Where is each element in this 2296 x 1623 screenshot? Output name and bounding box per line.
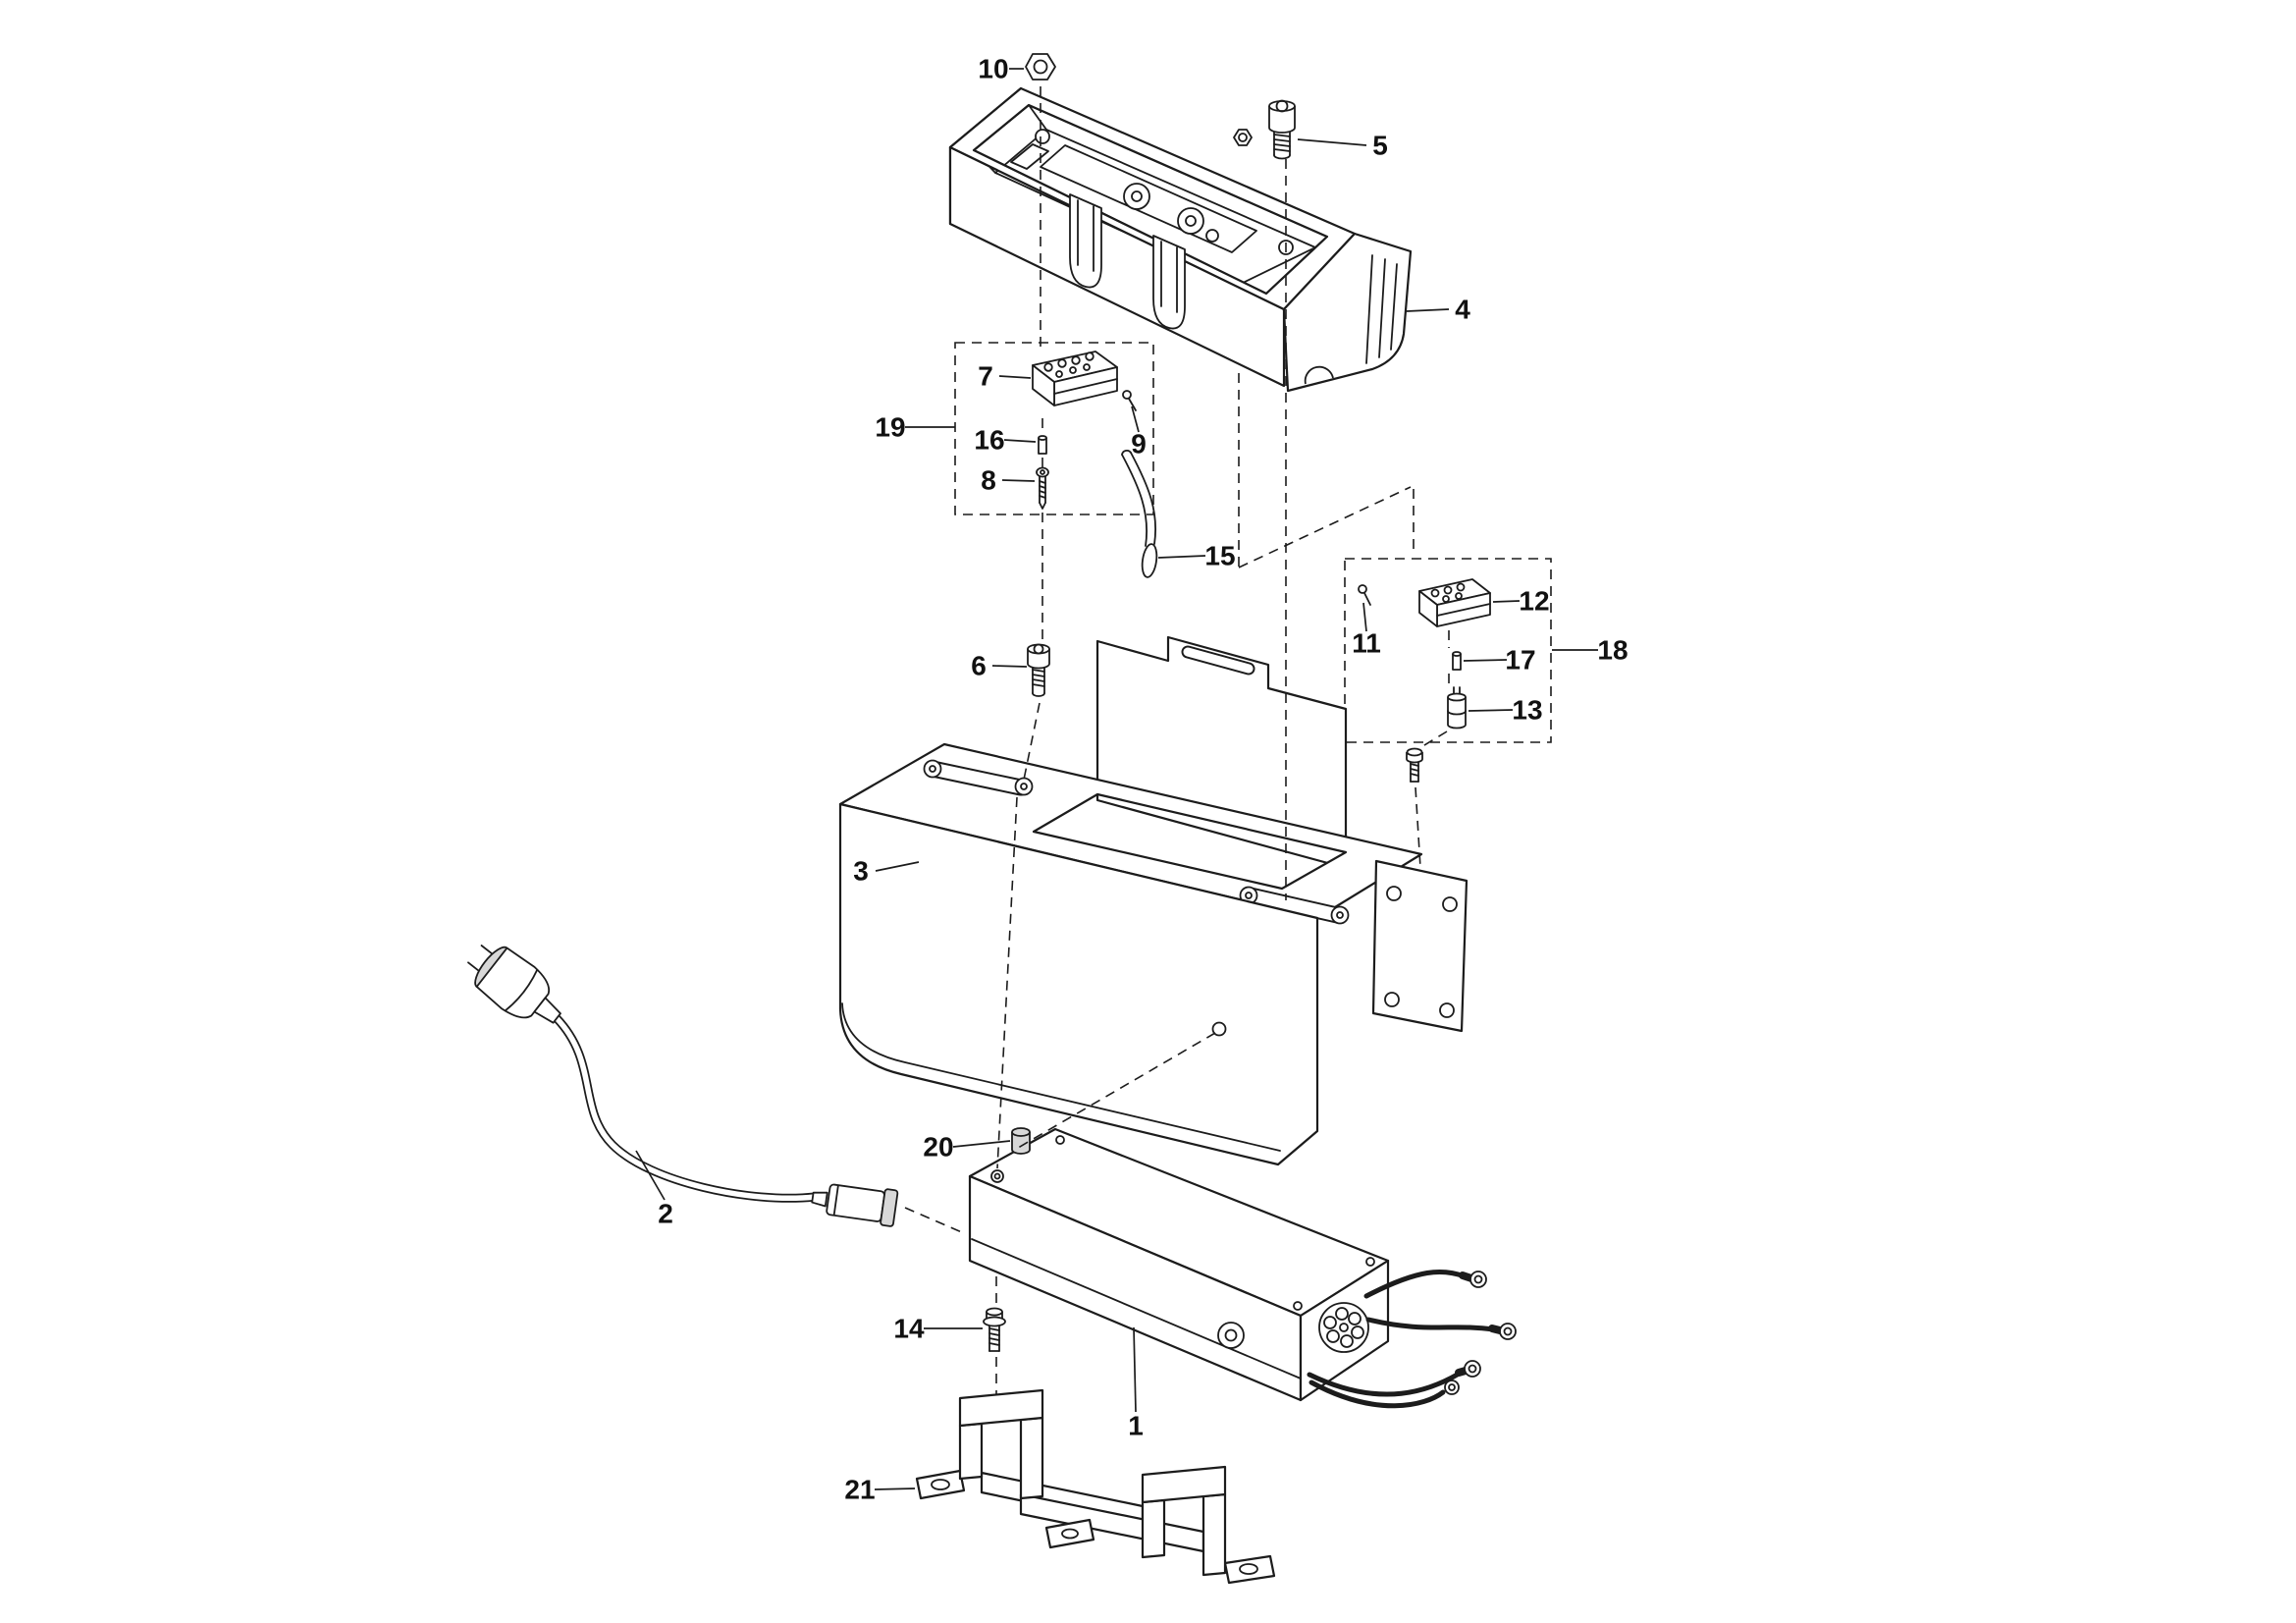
mounting-screw bbox=[1406, 747, 1423, 783]
callout-2-label: 2 bbox=[658, 1199, 673, 1229]
output-wires bbox=[1307, 1269, 1517, 1409]
callout-9-label: 9 bbox=[1131, 429, 1147, 460]
part-20-spacer bbox=[1011, 1127, 1031, 1155]
callout-3-label: 3 bbox=[853, 856, 869, 887]
part-5-screw bbox=[1233, 99, 1296, 160]
callout-16-label: 16 bbox=[974, 425, 1004, 456]
callout-15-label: 15 bbox=[1204, 541, 1235, 571]
callout-14-label: 14 bbox=[893, 1314, 925, 1344]
callout-7-label: 7 bbox=[978, 361, 993, 392]
part-14-screw bbox=[983, 1307, 1006, 1352]
callout-5-label: 5 bbox=[1372, 131, 1388, 161]
part-11-screw bbox=[1358, 584, 1371, 606]
callout-4-label: 4 bbox=[1455, 295, 1470, 325]
part-16-pin bbox=[1038, 435, 1047, 455]
part-8-screw bbox=[1036, 466, 1049, 510]
callout-19-label: 19 bbox=[875, 412, 905, 443]
part-3-bracket bbox=[838, 635, 1468, 1166]
fan-grille bbox=[1318, 1302, 1369, 1353]
group-19-dashed-box bbox=[954, 342, 1154, 515]
part-6-screw bbox=[1027, 643, 1050, 697]
callout-11-label: 11 bbox=[1352, 628, 1381, 659]
power-plug bbox=[467, 945, 561, 1024]
callout-10-label: 10 bbox=[978, 54, 1008, 84]
leader-lines bbox=[635, 68, 1598, 1490]
callout-1-label: 1 bbox=[1128, 1411, 1144, 1441]
part-4-housing-tray bbox=[948, 86, 1413, 393]
part-7-terminal-block bbox=[1032, 351, 1118, 406]
part-10-nut bbox=[1025, 53, 1056, 81]
part-2-power-cord bbox=[467, 945, 899, 1227]
callout-21-label: 21 bbox=[844, 1475, 875, 1505]
part-15-jumper-wire bbox=[1121, 450, 1158, 578]
callout-6-label: 6 bbox=[971, 651, 987, 681]
iec-connector bbox=[811, 1183, 899, 1227]
alignment-lines bbox=[904, 86, 1450, 1394]
callouts: 10 5 4 7 19 16 8 9 15 12 11 17 13 18 6 3… bbox=[658, 54, 1628, 1505]
callout-20-label: 20 bbox=[923, 1132, 953, 1163]
part-12-terminal-block bbox=[1418, 578, 1491, 627]
part-9-screw bbox=[1122, 390, 1137, 411]
part-1-power-supply bbox=[968, 1127, 1517, 1409]
part-5-washer-nut bbox=[1233, 129, 1253, 146]
callout-13-label: 13 bbox=[1512, 695, 1542, 726]
callout-8-label: 8 bbox=[981, 465, 996, 496]
callout-17-label: 17 bbox=[1505, 645, 1535, 676]
part-17-pin bbox=[1452, 651, 1462, 671]
callout-12-label: 12 bbox=[1519, 586, 1549, 617]
part-13-standoff bbox=[1447, 686, 1467, 730]
part-21-mounting-bracket bbox=[915, 1388, 1276, 1585]
callout-18-label: 18 bbox=[1597, 635, 1628, 666]
group-18-dashed-box bbox=[1344, 558, 1552, 743]
